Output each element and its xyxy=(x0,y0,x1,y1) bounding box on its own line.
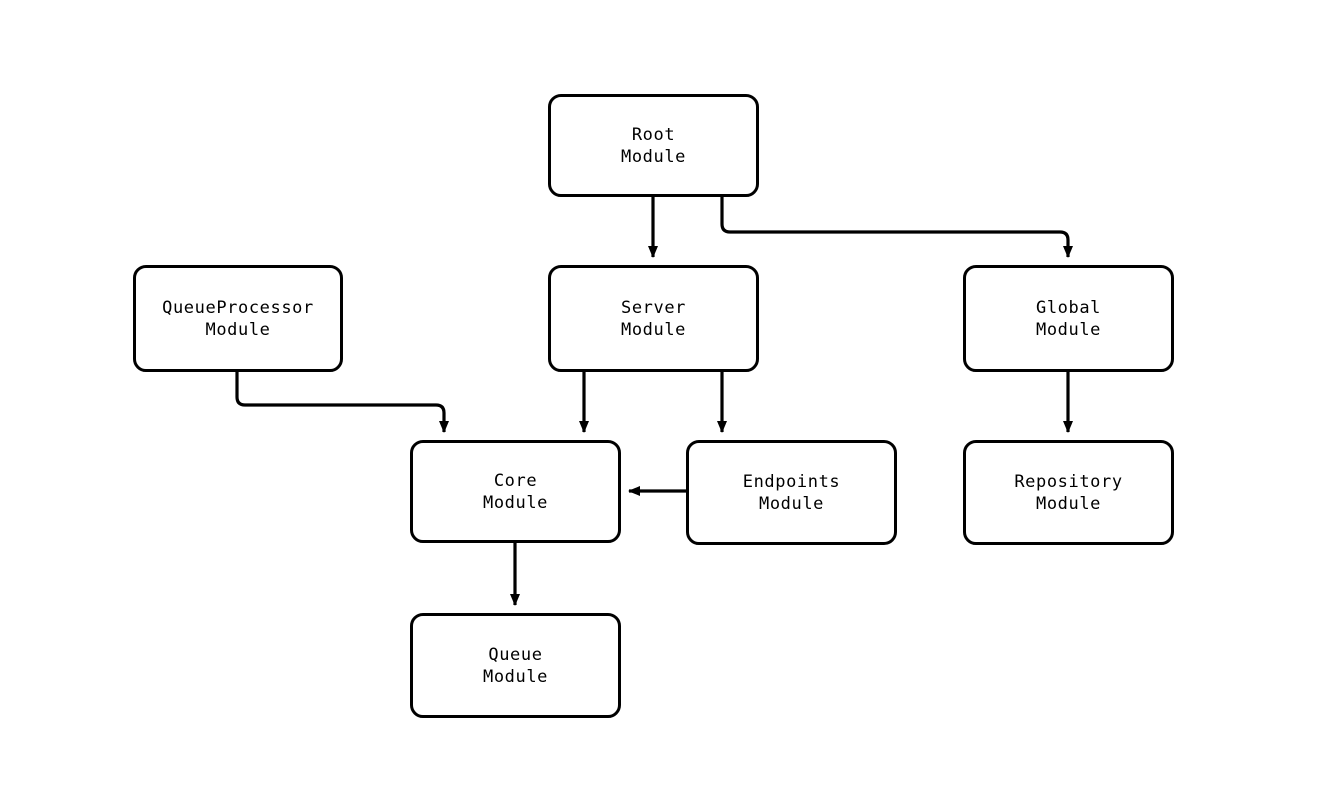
node-global[interactable]: Global Module xyxy=(963,265,1174,372)
node-repository[interactable]: Repository Module xyxy=(963,440,1174,545)
node-label-server: Server Module xyxy=(620,297,686,340)
node-core[interactable]: Core Module xyxy=(410,440,621,543)
node-label-queue: Queue Module xyxy=(482,644,548,687)
edges-group xyxy=(235,197,1073,606)
node-label-root: Root Module xyxy=(620,124,686,167)
node-label-endpoints: Endpoints Module xyxy=(742,471,841,514)
node-queueprocessor[interactable]: QueueProcessor Module xyxy=(133,265,343,372)
node-label-queueprocessor: QueueProcessor Module xyxy=(162,297,314,340)
edge-root-to-global xyxy=(720,197,1073,258)
node-server[interactable]: Server Module xyxy=(548,265,759,372)
node-queue[interactable]: Queue Module xyxy=(410,613,621,718)
node-label-core: Core Module xyxy=(482,470,548,513)
node-label-repository: Repository Module xyxy=(1014,471,1123,514)
node-endpoints[interactable]: Endpoints Module xyxy=(686,440,897,545)
edge-queueprocessor-to-core xyxy=(235,372,449,433)
node-label-global: Global Module xyxy=(1035,297,1101,340)
node-root[interactable]: Root Module xyxy=(548,94,759,197)
